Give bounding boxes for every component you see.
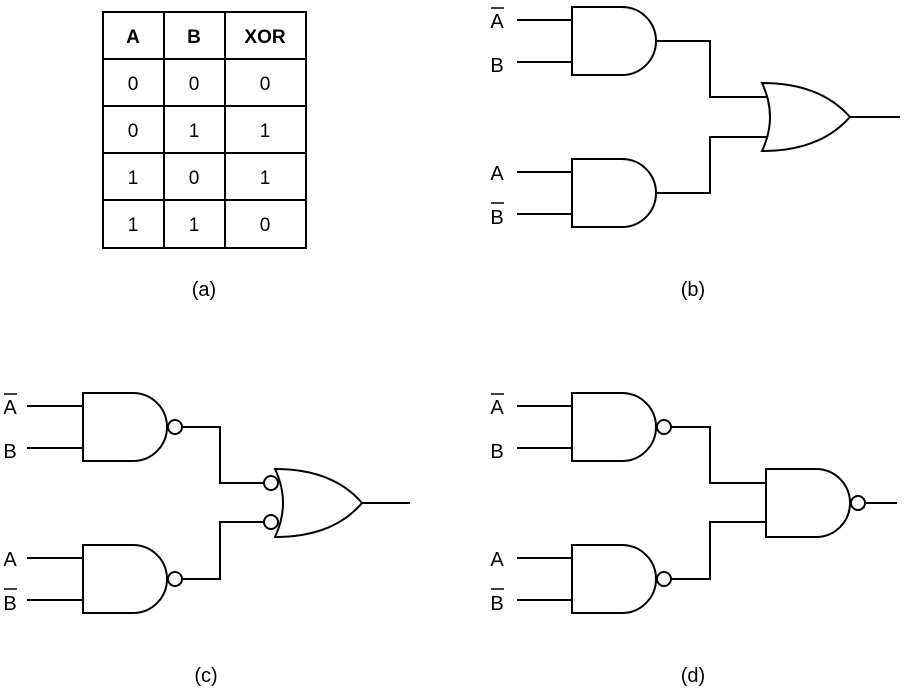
and-gate-bottom <box>571 158 657 228</box>
caption-b: (b) <box>681 279 705 301</box>
table-cell: 0 <box>189 74 200 95</box>
inverter-bubble <box>167 571 183 587</box>
nand-gate-bottom <box>82 544 168 614</box>
table-cell: 1 <box>260 168 271 189</box>
table-cell: 0 <box>128 74 139 95</box>
inverter-bubble <box>850 495 866 511</box>
table-header-b: B <box>187 27 201 48</box>
table-cell: 0 <box>260 74 271 95</box>
input-label-a-bar: A <box>490 397 504 419</box>
table-cell: 0 <box>128 121 139 142</box>
input-label-b: B <box>490 441 503 463</box>
or-gate <box>760 81 852 153</box>
input-label-a: A <box>3 549 17 571</box>
nand-gate-top <box>82 392 168 462</box>
table-cell: 0 <box>189 168 200 189</box>
truth-table: A B XOR 0 0 0 0 1 1 1 0 1 1 1 0 <box>102 11 307 249</box>
input-label-a: A <box>490 163 504 185</box>
table-cell: 1 <box>128 168 139 189</box>
input-label-b-bar: B <box>3 593 16 615</box>
nand-gate-top <box>571 392 657 462</box>
and-gate-top <box>571 6 657 76</box>
nand-gate-output <box>765 468 851 538</box>
input-label-a-bar: A <box>3 397 17 419</box>
table-header-xor: XOR <box>244 27 285 48</box>
inverter-bubble <box>263 514 279 530</box>
nand-gate-bottom <box>571 544 657 614</box>
caption-a: (a) <box>192 279 216 301</box>
circuit-b: A B A B <box>490 6 900 229</box>
inverter-bubble <box>656 419 672 435</box>
input-label-b-bar: B <box>490 207 503 229</box>
table-header-a: A <box>126 27 140 48</box>
table-cell: 1 <box>189 121 200 142</box>
inverter-bubble <box>263 475 279 491</box>
table-cell: 1 <box>260 121 271 142</box>
table-cell: 1 <box>189 215 200 236</box>
table-cell: 1 <box>128 215 139 236</box>
or-gate <box>273 467 364 539</box>
table-cell: 0 <box>260 215 271 236</box>
input-label-b-bar: B <box>490 593 503 615</box>
input-label-a-bar: A <box>490 11 504 33</box>
input-label-b: B <box>3 441 16 463</box>
inverter-bubble <box>167 419 183 435</box>
circuit-d: A B A B <box>490 392 897 615</box>
input-label-b: B <box>490 55 503 77</box>
inverter-bubble <box>656 571 672 587</box>
circuit-c: A B A B <box>3 392 410 615</box>
caption-d: (d) <box>681 665 705 687</box>
input-label-a: A <box>490 549 504 571</box>
caption-c: (c) <box>194 665 217 687</box>
